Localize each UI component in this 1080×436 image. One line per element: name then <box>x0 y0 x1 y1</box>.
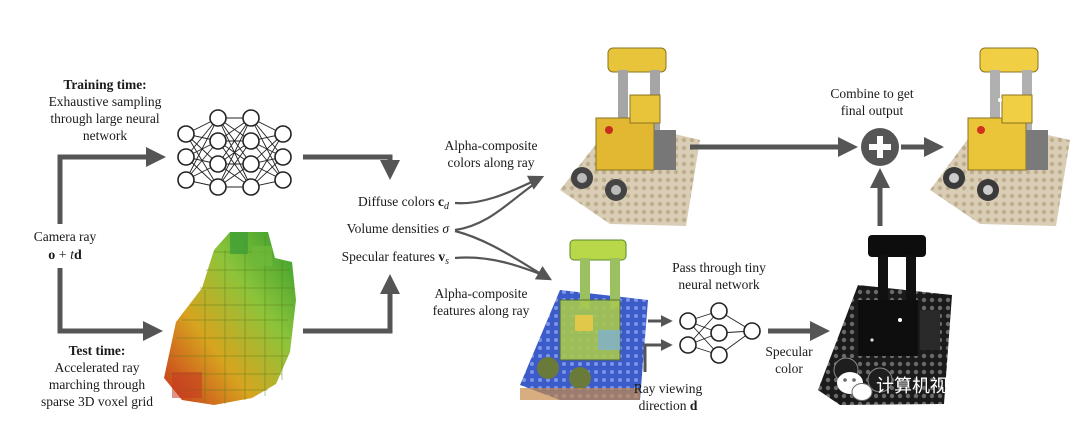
training-to-features-arrow <box>303 154 400 180</box>
test-time-title: Test time: <box>69 343 126 358</box>
alpha-composite-features-line2: features along ray <box>433 303 530 318</box>
specular-features-label: Specular features vs <box>342 249 449 267</box>
view-direction-line1: Ray viewing <box>634 381 703 396</box>
alpha-composite-colors-line1: Alpha-composite <box>445 138 538 153</box>
camera-ray-label: Camera ray <box>34 229 97 244</box>
specular-color-line1: Specular <box>765 344 813 359</box>
tiny-neural-network-icon <box>679 302 761 364</box>
camera-to-test-arrow <box>57 268 163 341</box>
network-node <box>242 132 260 150</box>
network-node <box>242 178 260 196</box>
test-time-line3: sparse 3D voxel grid <box>41 394 153 409</box>
network-node <box>710 302 728 320</box>
network-node <box>177 171 195 189</box>
voxel-grid-image <box>164 232 296 405</box>
network-node <box>274 148 292 166</box>
network-node <box>209 132 227 150</box>
diffuse-render-image <box>560 47 700 226</box>
network-edge <box>217 117 252 165</box>
network-node <box>242 109 260 127</box>
tiny-net-line2: neural network <box>678 277 760 292</box>
network-node <box>679 336 697 354</box>
network-node <box>177 148 195 166</box>
network-node <box>710 324 728 342</box>
view-dir-to-tiny-net-arrow <box>643 339 673 372</box>
network-node <box>177 125 195 143</box>
feature-render-image <box>520 239 648 400</box>
network-node <box>209 109 227 127</box>
network-edge <box>250 133 284 188</box>
camera-to-training-arrow <box>57 147 166 224</box>
combine-plus-icon <box>861 128 899 166</box>
watermark-text: 计算机视觉life <box>876 376 993 397</box>
tiny-net-line1: Pass through tiny <box>672 260 766 275</box>
network-node <box>209 155 227 173</box>
combine-line2: final output <box>841 103 904 118</box>
network-node <box>679 312 697 330</box>
test-time-line2: marching through <box>49 377 146 392</box>
training-time-line1: Exhaustive sampling <box>49 94 162 109</box>
network-node <box>274 171 292 189</box>
network-node <box>274 125 292 143</box>
training-time-title: Training time: <box>63 77 146 92</box>
view-direction-line2: direction d <box>639 398 698 413</box>
diffuse-colors-label: Diffuse colors cd <box>358 194 450 212</box>
training-time-line3: network <box>83 128 127 143</box>
final-output-image <box>930 47 1070 226</box>
wechat-icon <box>837 372 873 401</box>
specular-to-feature-composite-arrow <box>454 256 549 279</box>
network-edge <box>217 117 252 188</box>
combine-line1: Combine to get <box>830 86 913 101</box>
network-edge <box>185 117 219 181</box>
watermark: 计算机视觉life <box>837 372 993 401</box>
diffuse-to-color-composite-arrow <box>454 175 545 205</box>
large-neural-network-icon <box>177 109 292 196</box>
network-node <box>743 322 761 340</box>
specular-color-line2: color <box>775 361 803 376</box>
network-node <box>710 346 728 364</box>
test-time-line1: Accelerated ray <box>54 360 139 375</box>
test-to-features-arrow <box>303 274 400 334</box>
network-node <box>209 178 227 196</box>
alpha-composite-colors-line2: colors along ray <box>448 155 535 170</box>
camera-ray-equation: o + td <box>48 248 82 263</box>
network-node <box>242 155 260 173</box>
volume-densities-label: Volume densities σ <box>347 221 451 236</box>
alpha-composite-features-line1: Alpha-composite <box>435 286 528 301</box>
network-edge <box>217 140 252 188</box>
training-time-line2: through large neural <box>50 111 159 126</box>
density-to-color-composite-arrow <box>454 179 541 232</box>
